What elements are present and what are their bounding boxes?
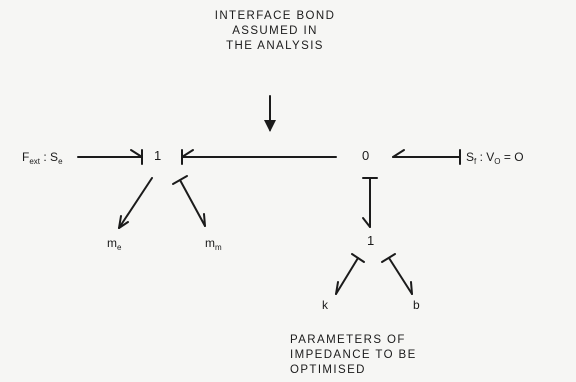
parameters-line-1: PARAMETERS OF	[290, 334, 406, 346]
velocity-subscript: O	[494, 157, 501, 166]
velocity-value: = O	[503, 150, 524, 164]
velocity-symbol: V	[486, 150, 495, 164]
mass-mm-subscript: m	[215, 243, 222, 252]
damping-b-label: b	[413, 298, 420, 312]
mass-me-subscript: e	[117, 243, 122, 252]
flow-source-subscript: f	[474, 157, 477, 166]
parameters-line-2: IMPEDANCE TO BE	[290, 349, 417, 361]
right-separator: :	[479, 150, 483, 164]
mass-me-label: me	[107, 236, 122, 252]
bond-lower-junction-to-k	[335, 253, 365, 295]
interface-bond-annotation: INTERFACE BOND ASSUMED IN THE ANALYSIS	[175, 9, 375, 54]
bond-effort-source-to-junction	[77, 149, 143, 165]
annotation-line-2: ASSUMED IN	[232, 25, 318, 37]
stiffness-k-label: k	[322, 298, 328, 312]
right-source-label: Sf : VO = O	[466, 150, 524, 166]
bond-junction-to-mm	[172, 175, 206, 227]
force-subscript: ext	[29, 157, 41, 166]
bond-zero-to-lower-junction	[362, 177, 378, 228]
effort-source-subscript: e	[58, 157, 63, 166]
junction-center-0: 0	[362, 148, 370, 163]
mass-mm-symbol: m	[205, 236, 215, 250]
annotation-line-3: THE ANALYSIS	[226, 40, 324, 52]
effort-source-symbol: S	[50, 150, 59, 164]
junction-left-1: 1	[154, 148, 162, 163]
parameters-annotation: PARAMETERS OF IMPEDANCE TO BE OPTIMISED	[290, 333, 450, 378]
interface-pointer-arrow	[264, 95, 276, 132]
mass-me-symbol: m	[107, 236, 117, 250]
left-source-label: Fext : Se	[22, 150, 63, 166]
flow-source-symbol: S	[466, 150, 475, 164]
bond-flow-source-to-zero	[392, 149, 461, 165]
left-separator: :	[43, 150, 47, 164]
parameters-line-3: OPTIMISED	[290, 364, 366, 376]
mass-mm-label: mm	[205, 236, 222, 252]
junction-lower-1: 1	[367, 233, 375, 248]
bond-zero-to-one-junction	[181, 149, 337, 165]
force-symbol: F	[22, 150, 30, 164]
bond-junction-to-me	[118, 177, 153, 229]
annotation-line-1: INTERFACE BOND	[214, 10, 336, 22]
bond-lower-junction-to-b	[381, 253, 413, 295]
